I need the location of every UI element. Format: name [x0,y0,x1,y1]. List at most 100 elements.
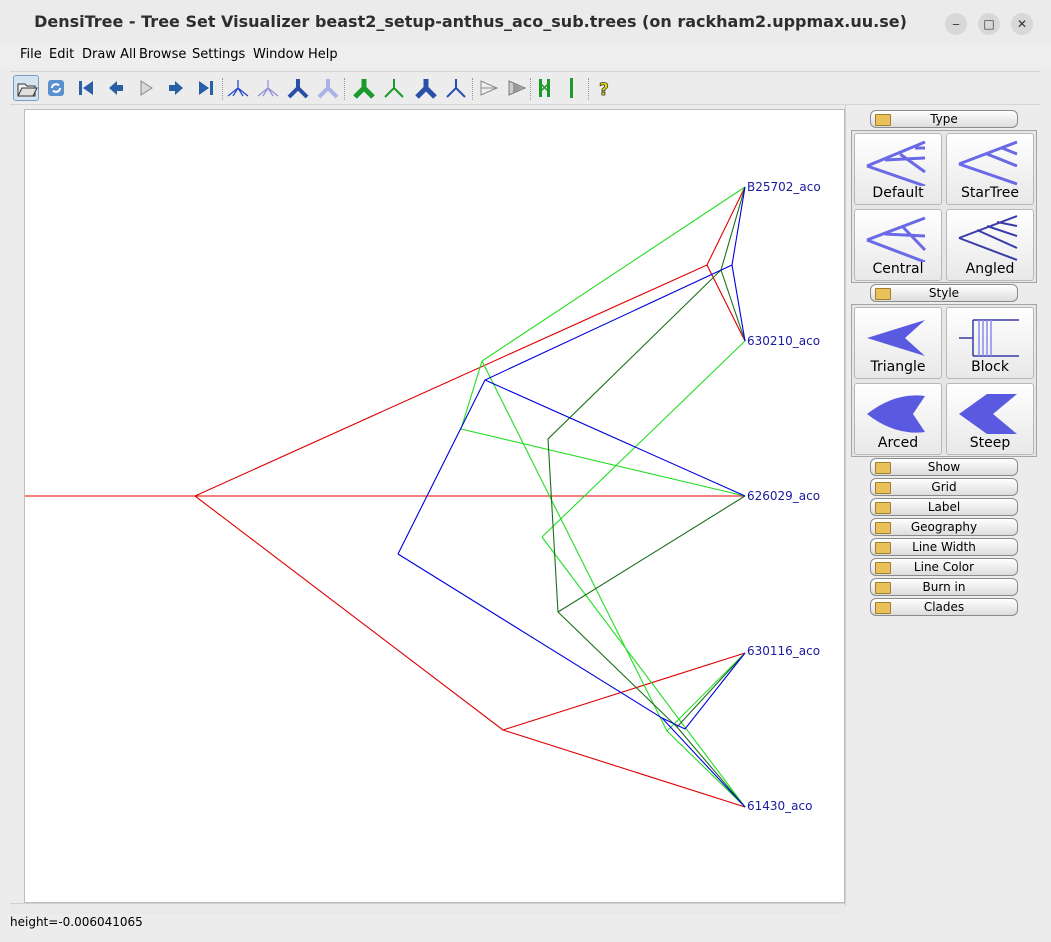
previous-tree-button[interactable] [103,75,129,101]
play-icon [140,80,153,96]
tree-faded-icon [257,80,279,97]
green-bar-icon [570,78,573,98]
style-arced-button[interactable]: Arced [854,383,942,455]
open-file-button[interactable] [13,75,39,101]
geography-section-header[interactable]: Geography [870,518,1018,536]
open-folder-icon [17,83,38,97]
triangle-outline-icon [480,80,499,96]
type-button-group: Default StarTree Central Angled [851,130,1037,283]
root-at-center-button[interactable] [533,75,559,101]
first-tree-button[interactable] [73,75,99,101]
folder-icon [875,114,891,126]
tree-canvas[interactable]: B25702_aco 630210_aco 626029_aco 630116_… [24,109,845,903]
taxon-label: 626029_aco [747,489,821,503]
folder-icon [875,602,891,614]
type-default-button[interactable]: Default [854,133,942,205]
view-blue-thin-button[interactable] [443,75,469,101]
tree-bold-icon [287,79,309,99]
menu-file[interactable]: File [20,47,42,62]
tree-darkgreen [547,186,746,808]
menu-settings[interactable]: Settings [192,47,246,62]
arrow-left-icon [109,81,123,95]
type-default-icon [866,140,926,186]
style-triangle-button[interactable]: Triangle [854,307,942,379]
view-consensus-button[interactable] [255,75,281,101]
style-button-group: Triangle Block Arced Steep [851,304,1037,457]
tree-blue-thin-icon [446,79,466,98]
burn-in-section-header[interactable]: Burn in [870,578,1018,596]
label-section-header[interactable]: Label [870,498,1018,516]
grid-section-header[interactable]: Grid [870,478,1018,496]
type-central-icon [866,216,927,262]
line-width-section-header[interactable]: Line Width [870,538,1018,556]
style-triangle-icon [867,320,925,356]
tree-red [25,186,746,808]
svg-text:?: ? [599,80,609,100]
next-tree-button[interactable] [163,75,189,101]
show-section-header[interactable]: Show [870,458,1018,476]
skip-first-icon [79,81,93,95]
style-block-button[interactable]: Block [946,307,1034,379]
folder-icon [875,542,891,554]
type-startree-button[interactable]: StarTree [946,133,1034,205]
tree-green-thin-icon [384,79,404,98]
window-title: DensiTree - Tree Set Visualizer beast2_s… [34,12,907,31]
type-angled-button[interactable]: Angled [946,209,1034,281]
menu-window[interactable]: Window [253,47,305,62]
view-tree-light-button[interactable] [315,75,341,101]
maximize-button[interactable]: □ [978,13,1000,35]
folder-icon [875,562,891,574]
view-tree-bold-button[interactable] [285,75,311,101]
menu-browse[interactable]: Browse [139,47,187,62]
zoom-all-button[interactable] [504,75,530,101]
taxon-label: B25702_aco [747,180,821,194]
skip-last-icon [199,81,213,95]
view-blue-bold-button[interactable] [413,75,439,101]
menu-help[interactable]: Help [308,47,338,62]
type-central-button[interactable]: Central [854,209,942,281]
toolbar-separator [530,78,533,100]
menu-edit[interactable]: Edit [49,47,75,62]
folder-icon [875,502,891,514]
arrow-right-icon [169,81,183,95]
toolbar-separator [588,78,591,100]
green-columns-icon [539,79,550,97]
view-densitree-button[interactable] [225,75,251,101]
folder-icon [875,522,891,534]
title-bar: DensiTree - Tree Set Visualizer beast2_s… [0,0,1051,45]
minimize-button[interactable]: ‒ [945,13,967,35]
tree-blue [397,186,746,808]
tree-green-bold-icon [353,79,375,99]
root-at-top-button[interactable] [559,75,585,101]
horizontal-splitter[interactable] [10,903,845,914]
last-tree-button[interactable] [193,75,219,101]
help-button[interactable]: ? [591,75,617,101]
tree-drawing [25,186,746,808]
status-bar: height=-0.006041065 [10,915,143,929]
zoom-button[interactable] [476,75,502,101]
style-arced-icon [867,395,925,433]
toolbar-separator [222,78,225,100]
taxon-label: 630210_aco [747,334,821,348]
close-button[interactable]: ✕ [1011,13,1033,35]
clades-section-header[interactable]: Clades [870,598,1018,616]
view-green-thin-button[interactable] [381,75,407,101]
view-green-bold-button[interactable] [351,75,377,101]
tree-dense-icon [227,80,249,97]
folder-icon [875,462,891,474]
tree-blue-bold-icon [415,79,437,99]
style-block-icon [959,319,1019,357]
folder-icon [875,288,891,300]
style-section-header[interactable]: Style [870,284,1018,302]
menu-draw-all[interactable]: Draw All [82,47,137,62]
type-section-header[interactable]: Type [870,110,1018,128]
play-button[interactable] [133,75,159,101]
taxon-label: 61430_aco [747,799,813,813]
taxon-label: 630116_aco [747,644,821,658]
line-color-section-header[interactable]: Line Color [870,558,1018,576]
tree-green [460,186,746,808]
reload-button[interactable] [43,75,69,101]
tree-light-icon [317,79,339,99]
menu-bar: File Edit Draw All Browse Settings Windo… [0,44,1051,67]
style-steep-button[interactable]: Steep [946,383,1034,455]
